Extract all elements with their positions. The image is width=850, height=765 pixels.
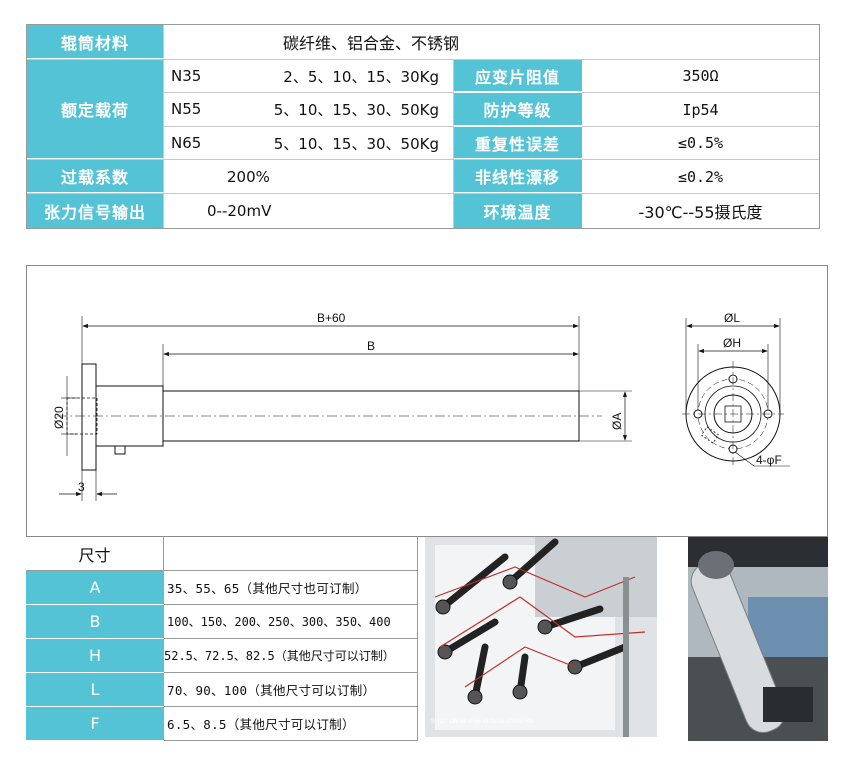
load-model: N55 — [171, 93, 221, 125]
divider — [582, 126, 819, 127]
overload-label: 过载系数 — [27, 160, 163, 193]
repeat-label: 重复性误差 — [453, 127, 582, 159]
load-model: N35 — [171, 60, 221, 92]
dim-label-h: ØH — [723, 336, 741, 350]
size-value: 100、150、200、250、300、350、400 — [164, 605, 418, 639]
load-values: 5、10、15、30、50Kg — [223, 93, 451, 125]
size-value: 35、55、65（其他尺寸也可订制） — [164, 571, 418, 605]
nonlinear-label: 非线性漂移 — [453, 160, 582, 193]
table-row: B 100、150、200、250、300、350、400 — [26, 605, 418, 639]
strain-value: 350Ω — [582, 60, 819, 92]
protection-label: 防护等级 — [453, 93, 582, 126]
photo-caption: SHOT ON MI 8 SE AI DUAL CAMERA — [431, 719, 533, 725]
table-row: L 70、90、100（其他尺寸可以订制） — [26, 673, 418, 707]
table-row: F 6.5、8.5（其他尺寸可以订制） — [26, 707, 418, 741]
protection-value: Ip54 — [582, 93, 819, 126]
size-table-header: 尺寸 — [26, 537, 418, 571]
signal-value: 0--20mV — [207, 194, 357, 228]
dim-label-b: B — [367, 339, 375, 353]
dim-label-3: 3 — [78, 480, 85, 494]
table-row: A 35、55、65（其他尺寸也可订制） — [26, 571, 418, 605]
size-table: 尺寸 A 35、55、65（其他尺寸也可订制） B 100、150、200、25… — [26, 537, 418, 742]
divider — [453, 60, 454, 228]
size-value: 70、90、100（其他尺寸可以订制） — [164, 673, 418, 707]
load-model: N65 — [171, 127, 221, 159]
nonlinear-value: ≤0.2% — [582, 160, 819, 193]
load-values: 2、5、10、15、30Kg — [223, 60, 451, 92]
size-header-label: 尺寸 — [26, 537, 164, 571]
table-row: H 52.5、72.5、82.5（其他尺寸可以订制） — [26, 639, 418, 673]
divider — [163, 92, 453, 93]
env-label: 环境温度 — [453, 194, 582, 228]
size-value: 6.5、8.5（其他尺寸可以订制） — [164, 707, 418, 741]
signal-label: 张力信号输出 — [27, 194, 163, 228]
size-key: A — [26, 571, 164, 605]
size-key: B — [26, 605, 164, 639]
dim-label-a: ØA — [610, 413, 624, 430]
drawing-svg: B+60 B ØA Ø20 3 — [52, 311, 790, 501]
installation-photo-right — [688, 537, 828, 741]
dim-label-b60: B+60 — [317, 311, 346, 325]
divider — [27, 59, 819, 60]
repeat-value: ≤0.5% — [582, 127, 819, 159]
size-header-blank — [164, 537, 418, 571]
divider — [27, 193, 819, 194]
dim-label-f: 4-φF — [756, 453, 782, 467]
overload-value: 200% — [227, 160, 347, 193]
env-value: -30℃--55摄氏度 — [582, 194, 819, 228]
flange — [81, 363, 97, 471]
divider — [27, 159, 819, 160]
divider — [582, 92, 819, 93]
roller-material-label: 辊筒材料 — [27, 25, 163, 59]
divider — [163, 126, 453, 127]
dim-label-20: Ø20 — [52, 406, 66, 429]
installation-photo-left: SHOT ON MI 8 SE AI DUAL CAMERA — [425, 537, 657, 737]
size-key: H — [26, 639, 164, 673]
size-key: F — [26, 707, 164, 741]
roller-material-value: 碳纤维、铝合金、不锈钢 — [283, 25, 703, 59]
size-key: L — [26, 673, 164, 707]
spec-table: 辊筒材料 碳纤维、铝合金、不锈钢 额定载荷 N35 2、5、10、15、30Kg… — [26, 24, 820, 229]
size-value: 52.5、72.5、82.5（其他尺寸可以订制） — [164, 639, 418, 673]
connector — [114, 445, 126, 455]
technical-drawing: B+60 B ØA Ø20 3 — [26, 265, 828, 537]
load-values: 5、10、15、30、50Kg — [223, 127, 451, 159]
rated-load-label: 额定载荷 — [27, 60, 163, 159]
divider — [163, 25, 164, 228]
dim-label-l: ØL — [724, 311, 740, 325]
strain-label: 应变片阻值 — [453, 60, 582, 92]
